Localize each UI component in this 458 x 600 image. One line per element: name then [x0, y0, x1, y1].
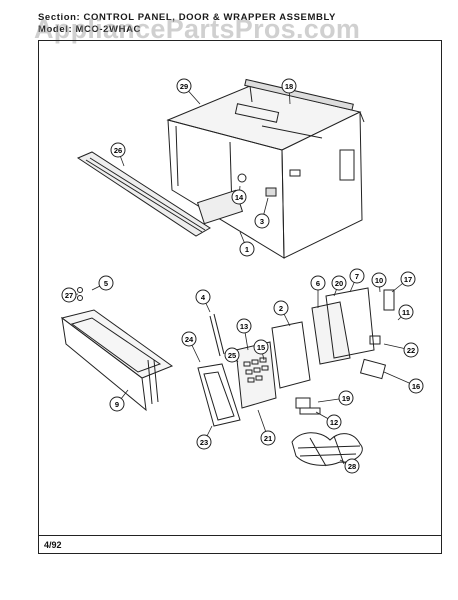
- callout-label: 29: [180, 82, 188, 91]
- callout-label: 13: [240, 322, 248, 331]
- callout-23: 23: [196, 425, 213, 450]
- callout-label: 11: [402, 308, 410, 317]
- callout-label: 1: [245, 245, 249, 254]
- vent-grille: [76, 151, 211, 237]
- site-watermark: AppliancePartsPros.com: [34, 14, 361, 44]
- callout-label: 10: [375, 276, 383, 285]
- callout-label: 26: [114, 146, 122, 155]
- callout-label: 5: [104, 279, 108, 288]
- callout-27: 27: [61, 287, 79, 303]
- callout-14: 14: [231, 185, 247, 205]
- callout-label: 18: [285, 82, 293, 91]
- callout-7: 7: [349, 268, 365, 293]
- diagram-frame: [38, 40, 442, 554]
- callout-15: 15: [253, 339, 269, 361]
- callout-label: 6: [316, 279, 320, 288]
- callout-label: 21: [264, 434, 272, 443]
- callout-label: 16: [412, 382, 420, 391]
- callout-label: 17: [404, 275, 412, 284]
- callout-17: 17: [391, 271, 416, 293]
- callout-11: 11: [397, 304, 414, 321]
- callout-25: 25: [224, 347, 240, 363]
- callout-6: 6: [310, 275, 326, 308]
- callout-label: 23: [200, 438, 208, 447]
- revision-date: 4/92: [44, 540, 62, 550]
- callout-19: 19: [317, 390, 354, 406]
- callout-label: 4: [201, 293, 206, 302]
- callout-28: 28: [339, 458, 360, 474]
- callout-label: 28: [348, 462, 356, 471]
- callout-label: 27: [65, 291, 73, 300]
- callout-label: 19: [342, 394, 350, 403]
- callout-label: 20: [335, 279, 343, 288]
- callout-9: 9: [109, 389, 129, 412]
- callout-label: 9: [115, 400, 119, 409]
- callout-4: 4: [195, 289, 211, 313]
- wrapper-cabinet: [166, 78, 365, 259]
- callout-22: 22: [383, 342, 419, 358]
- callout-26: 26: [110, 142, 126, 167]
- callout-label: 15: [257, 343, 265, 352]
- section-header: Section: CONTROL PANEL, DOOR & WRAPPER A…: [38, 12, 438, 40]
- callout-24: 24: [181, 331, 201, 363]
- callout-5: 5: [91, 275, 114, 291]
- callout-29: 29: [176, 78, 201, 105]
- callout-label: 7: [355, 272, 359, 281]
- callout-3: 3: [254, 197, 270, 229]
- model-number: Model: MCO-2WHAC: [38, 24, 142, 35]
- callout-label: 24: [185, 335, 194, 344]
- section-title: Section: CONTROL PANEL, DOOR & WRAPPER A…: [38, 12, 336, 23]
- callout-label: 22: [407, 346, 415, 355]
- callout-21: 21: [257, 409, 276, 446]
- callout-13: 13: [236, 318, 252, 351]
- control-panel-parts: [209, 287, 375, 409]
- callout-label: 14: [235, 193, 244, 202]
- callout-16: 16: [383, 371, 424, 394]
- callout-12: 12: [315, 411, 342, 430]
- callout-2: 2: [273, 300, 291, 327]
- callout-10: 10: [371, 272, 387, 293]
- callout-18: 18: [281, 78, 297, 105]
- door-assembly: [60, 309, 174, 412]
- footer-divider: [38, 535, 442, 536]
- callout-label: 2: [279, 304, 283, 313]
- callout-20: 20: [331, 275, 347, 297]
- door-frame-23: [197, 363, 241, 427]
- callout-1: 1: [239, 231, 255, 257]
- electrical-components: [77, 287, 395, 467]
- callout-label: 25: [228, 351, 236, 360]
- callout-label: 3: [260, 217, 264, 226]
- callout-label: 12: [330, 418, 338, 427]
